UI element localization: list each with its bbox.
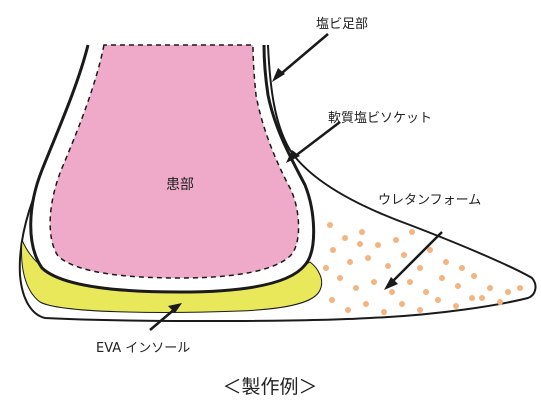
leader-urethane-foam	[389, 231, 443, 285]
arrowhead-eva-insole	[168, 303, 182, 313]
foam-dot	[385, 263, 391, 269]
foam-dot	[365, 255, 371, 261]
foam-dot	[371, 279, 377, 285]
leader-pvc-foot	[275, 33, 329, 79]
foam-dot	[359, 229, 365, 235]
foam-dot	[487, 285, 493, 291]
label-urethane-foam: ウレタンフォーム	[378, 193, 481, 208]
caption: ＜製作例＞	[222, 376, 317, 398]
foam-dot	[329, 297, 335, 303]
foam-dot	[497, 299, 503, 305]
foam-dot	[323, 265, 329, 271]
foam-dot	[417, 307, 423, 313]
foam-dot	[353, 285, 359, 291]
leader-eva-insole	[149, 307, 177, 331]
foam-dot	[375, 242, 381, 248]
foam-dot	[389, 289, 395, 295]
foam-dot	[435, 297, 441, 303]
foam-dot	[505, 289, 511, 295]
foam-dot	[363, 301, 369, 307]
arrowhead-soft-pvc-socket	[286, 150, 300, 163]
foam-dot	[443, 259, 449, 265]
foam-dot	[439, 275, 445, 281]
foam-dot	[407, 279, 413, 285]
leader-soft-pvc-socket	[289, 121, 341, 161]
arrowhead-pvc-foot	[272, 68, 285, 82]
label-eva-insole: EVA インソール	[96, 341, 190, 356]
foam-dot	[401, 252, 407, 258]
foam-dot	[453, 303, 459, 309]
foam-dot	[423, 289, 429, 295]
arrowhead-urethane-foam	[384, 277, 398, 290]
foam-dot	[517, 285, 523, 291]
foam-dot	[455, 283, 461, 289]
foam-dot	[327, 222, 333, 228]
urethane-foam-dots	[323, 222, 523, 315]
label-pvc-foot: 塩ビ足部	[316, 17, 368, 32]
label-affected-part: 患部	[166, 177, 194, 193]
foam-dot	[337, 275, 343, 281]
foam-dot	[479, 295, 485, 301]
foam-dot	[393, 237, 399, 243]
foam-dot	[471, 273, 477, 279]
foam-dot	[417, 265, 423, 271]
foam-dot	[357, 241, 363, 247]
foam-dot	[469, 295, 475, 301]
foam-dot	[399, 301, 405, 307]
foam-dot	[330, 247, 336, 253]
foam-dot	[409, 229, 415, 235]
label-soft-pvc-socket: 軟質塩ビソケット	[328, 110, 432, 126]
foam-dot	[347, 259, 353, 265]
foam-dot	[342, 235, 348, 241]
affected-part-region	[49, 44, 300, 279]
foam-dot	[427, 247, 433, 253]
foam-dot	[459, 265, 465, 271]
foam-dot	[345, 307, 351, 313]
foam-dot	[381, 309, 387, 315]
